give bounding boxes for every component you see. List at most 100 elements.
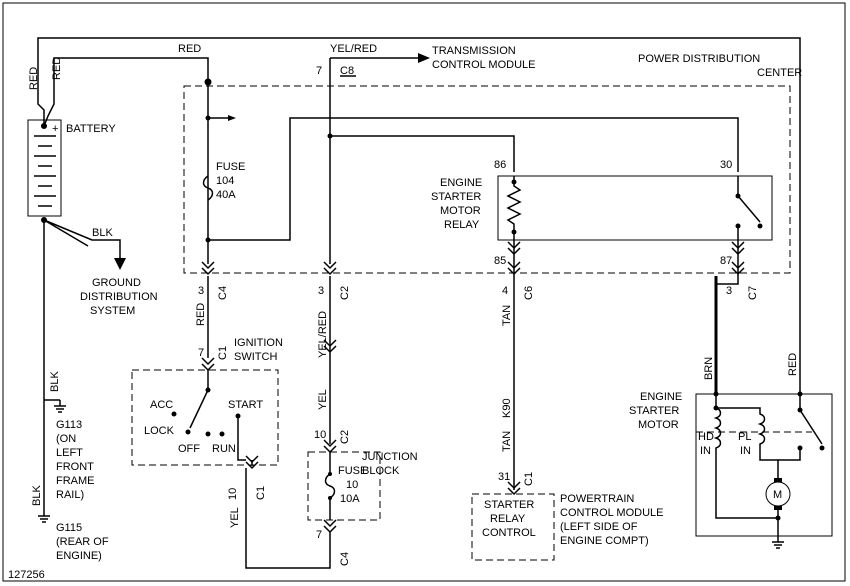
- pcm-line4: ENGINE COMPT): [560, 535, 649, 547]
- ign-run: RUN: [212, 443, 236, 455]
- ground-motor-icon: [772, 541, 784, 549]
- c2-pin-top: 3: [318, 285, 324, 297]
- relay-pin-86: 86: [494, 159, 506, 171]
- ground-g113-icon: [54, 400, 66, 413]
- c1-ign-connector: C1: [217, 346, 229, 360]
- c2-connector-top: C2: [339, 286, 351, 300]
- engine-starter-motor-relay: [497, 175, 773, 241]
- ign-acc: ACC: [150, 399, 173, 411]
- wire-red-left: RED: [28, 67, 40, 90]
- fuse-104-icon: [202, 175, 214, 201]
- wire-blk: BLK: [92, 227, 113, 239]
- fuse104-line3: 40A: [216, 189, 236, 201]
- wire-red-motor: RED: [787, 353, 799, 376]
- c4-pin-top: 3: [198, 285, 204, 297]
- wire-red-ign: RED: [195, 303, 207, 326]
- relay-line3: MOTOR: [440, 205, 481, 217]
- pdc-bus-arrow-icon: [228, 115, 236, 121]
- relay-line1: ENGINE: [440, 177, 482, 189]
- ignition-switch: [131, 369, 279, 466]
- pcm-line3: (LEFT SIDE OF: [560, 521, 638, 533]
- fuse104-line2: 104: [216, 175, 234, 187]
- g113-line1: G113: [56, 419, 82, 431]
- ground-dist-line2: DISTRIBUTION: [80, 291, 158, 303]
- relay-line4: RELAY: [444, 219, 480, 231]
- motor-line2: STARTER: [629, 405, 679, 417]
- wire-tan-lower: TAN: [501, 431, 513, 452]
- wire-k90: K90: [501, 398, 513, 418]
- ign-start: START: [228, 399, 263, 411]
- starter-solenoid-contact-icon: [799, 394, 823, 445]
- wire-brn: BRN: [703, 357, 715, 380]
- battery-plus-sign: +: [52, 123, 58, 135]
- jb-line1: JUNCTION: [362, 451, 418, 463]
- pl-line2: IN: [740, 445, 751, 457]
- ignition-switch-wiper-icon: [189, 370, 209, 429]
- power-distribution-center: [183, 85, 791, 274]
- relay-coil-icon: [506, 176, 522, 240]
- ground-dist-line1: GROUND: [92, 277, 141, 289]
- motor-m: M: [773, 489, 782, 501]
- ign-lock: LOCK: [144, 425, 175, 437]
- src-line1: STARTER: [484, 499, 534, 511]
- c4-jb-pin: 7: [316, 529, 322, 541]
- tcm-arrow-icon: [418, 53, 430, 63]
- c4-jb-connector: C4: [339, 552, 351, 566]
- relay-pin-85: 85: [494, 255, 506, 267]
- wire-blk-g113: BLK: [49, 371, 61, 392]
- fuse10-line1: FUSE: [338, 465, 367, 477]
- fuse10-line3: 10A: [340, 493, 360, 505]
- g115-line1: G115: [56, 522, 82, 534]
- pdc-connector-chevrons-icon: [201, 241, 745, 276]
- g113-line6: RAIL): [56, 489, 84, 501]
- g113-line5: FRAME: [56, 475, 95, 487]
- wire-yel-red-top: YEL/RED: [330, 43, 377, 55]
- wire-yel-red-mid: YEL/RED: [317, 311, 329, 358]
- fuse104-line1: FUSE: [216, 161, 245, 173]
- c7-pin: 3: [726, 285, 732, 297]
- g115-line3: ENGINE): [56, 550, 102, 562]
- wire-blk-g115: BLK: [31, 485, 43, 506]
- battery: +: [27, 119, 62, 223]
- c7-connector: C7: [747, 286, 759, 300]
- pdc-line1: POWER DISTRIBUTION: [638, 53, 760, 65]
- c8-connector: C8: [340, 65, 354, 77]
- c2-jb-connector: C2: [339, 430, 351, 444]
- wire-tan-upper: TAN: [501, 305, 513, 326]
- wire-red-top: RED: [178, 43, 201, 55]
- pl-line1: PL: [738, 431, 751, 443]
- pcm-line1: POWERTRAIN: [560, 493, 634, 505]
- g113-line4: FRONT: [56, 461, 94, 473]
- motor-line1: ENGINE: [640, 391, 682, 403]
- ground-g115-icon: [38, 515, 50, 523]
- fuse10-line2: 10: [346, 479, 358, 491]
- ign-line2: SWITCH: [234, 351, 277, 363]
- relay-pin-30: 30: [720, 159, 732, 171]
- pull-in-winding-icon: [716, 407, 779, 482]
- jb-line2: BLOCK: [362, 465, 400, 477]
- c6-pin: 4: [502, 285, 508, 297]
- relay-pin-87: 87: [720, 255, 732, 267]
- hd-line2: IN: [700, 445, 711, 457]
- c1-out-pin: 10: [227, 488, 239, 500]
- tcm-line1: TRANSMISSION: [432, 45, 516, 57]
- ign-off: OFF: [178, 443, 200, 455]
- g113-line3: LEFT: [56, 447, 83, 459]
- wire-red-left2: RED: [51, 57, 63, 80]
- relay-line2: STARTER: [431, 191, 481, 203]
- pdc-line2: CENTER: [757, 67, 802, 79]
- src-line2: RELAY: [490, 513, 526, 525]
- wire-yel-bottom: YEL: [229, 507, 241, 528]
- battery-label: BATTERY: [66, 123, 116, 135]
- junction-block: [307, 451, 381, 521]
- c6-connector: C6: [523, 286, 535, 300]
- hold-in-winding-icon: [713, 394, 778, 519]
- ground-dist-line3: SYSTEM: [90, 305, 135, 317]
- pcm-line2: CONTROL MODULE: [560, 507, 664, 519]
- c1-pcm-pin: 31: [498, 471, 510, 483]
- engine-starter-motor: [695, 393, 833, 537]
- fuse-10-icon: [324, 452, 336, 520]
- c1-out-connector: C1: [255, 486, 267, 500]
